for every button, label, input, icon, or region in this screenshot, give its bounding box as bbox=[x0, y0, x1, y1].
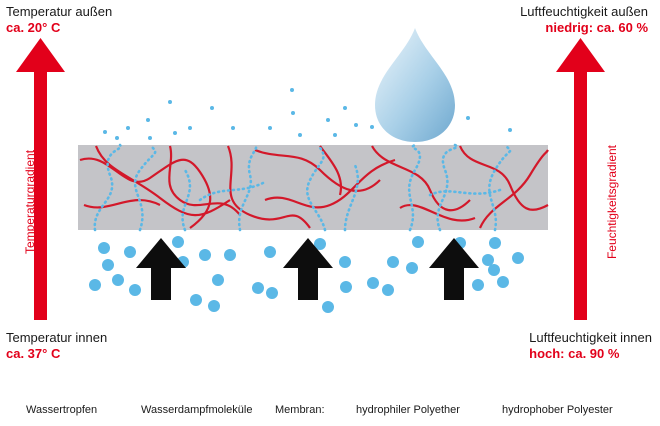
humidity-gradient-label: Feuchtigkeitsgradient bbox=[605, 144, 619, 260]
inside-temperature-label: Temperatur innen ca. 37° C bbox=[6, 330, 107, 362]
membrane-layer bbox=[78, 145, 548, 230]
temperature-gradient-arrow bbox=[16, 38, 65, 320]
outside-humidity-value: niedrig: ca. 60 % bbox=[545, 20, 648, 35]
polyether-fibers bbox=[79, 145, 549, 229]
diagram-graphic bbox=[16, 28, 605, 320]
legend-polyester-label: hydrophober Polyester bbox=[502, 404, 613, 416]
inside-temperature-title: Temperatur innen bbox=[6, 330, 108, 345]
vapor-transport-arrows bbox=[136, 238, 479, 300]
legend-membrane-label: Membran: bbox=[275, 404, 325, 416]
outside-temperature-title: Temperatur außen bbox=[6, 4, 113, 19]
inside-humidity-value: hoch: ca. 90 % bbox=[529, 346, 620, 361]
vapor-molecules bbox=[89, 236, 524, 313]
outside-humidity-title: Luftfeuchtigkeit außen bbox=[520, 4, 648, 19]
inside-temperature-value: ca. 37° C bbox=[6, 346, 61, 361]
outside-temperature-label: Temperatur außen ca. 20° C bbox=[6, 4, 112, 36]
legend-molecule-label: Wasserdampfmoleküle bbox=[141, 404, 253, 416]
outside-humidity-label: Luftfeuchtigkeit außen niedrig: ca. 60 % bbox=[520, 4, 648, 36]
outside-temperature-value: ca. 20° C bbox=[6, 20, 61, 35]
legend-polyether-label: hydrophiler Polyether bbox=[356, 404, 460, 416]
legend: Wassertropfen Wasserdampfmoleküle Membra… bbox=[0, 400, 660, 422]
legend-droplet-label: Wassertropfen bbox=[26, 404, 98, 416]
humidity-gradient-arrow bbox=[556, 38, 605, 320]
vapor-diffusion-paths bbox=[93, 143, 512, 232]
temperature-gradient-label: Temperaturgradient bbox=[23, 149, 37, 255]
escaping-vapor-dots bbox=[103, 88, 512, 140]
water-droplet bbox=[375, 28, 455, 142]
inside-humidity-title: Luftfeuchtigkeit innen bbox=[529, 330, 652, 345]
inside-humidity-label: Luftfeuchtigkeit innen hoch: ca. 90 % bbox=[529, 330, 652, 362]
